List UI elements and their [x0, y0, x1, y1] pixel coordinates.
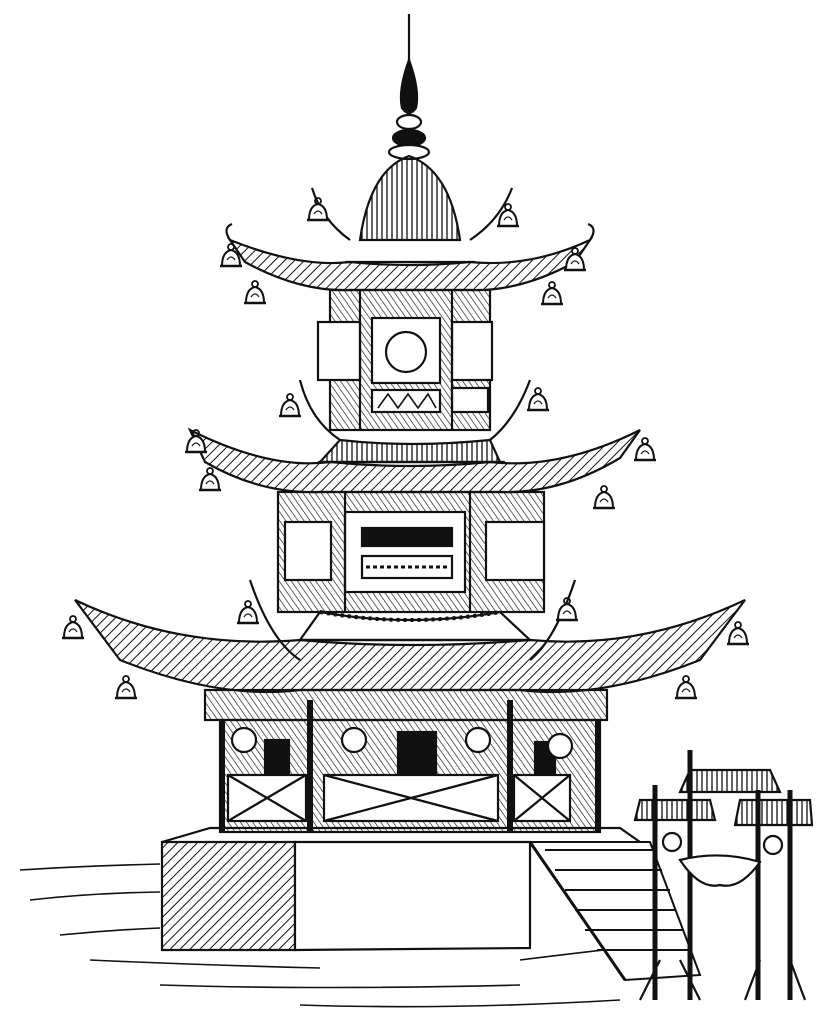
bell-icon [725, 620, 751, 646]
bell-icon [197, 466, 223, 492]
bell-icon [673, 674, 699, 700]
bell-icon [235, 599, 261, 625]
bell-icon [60, 614, 86, 640]
bell-icon [539, 280, 565, 306]
base-platform [160, 826, 641, 952]
lower-roof [74, 579, 746, 694]
spire [387, 14, 431, 161]
bell-icon [242, 279, 268, 305]
middle-roof [187, 379, 641, 494]
upper-tier [316, 288, 494, 432]
bell-icon [632, 436, 658, 462]
bell-icon [277, 392, 303, 418]
stairs-icon [528, 841, 702, 982]
gate-icon [633, 750, 814, 1001]
bell-icon [525, 386, 551, 412]
bell-icon [591, 484, 617, 510]
ground-floor [203, 688, 609, 834]
bell-icon [495, 202, 521, 228]
top-roof [225, 154, 595, 292]
bell-icon [113, 674, 139, 700]
middle-tier [276, 490, 546, 614]
ground [19, 863, 651, 1008]
